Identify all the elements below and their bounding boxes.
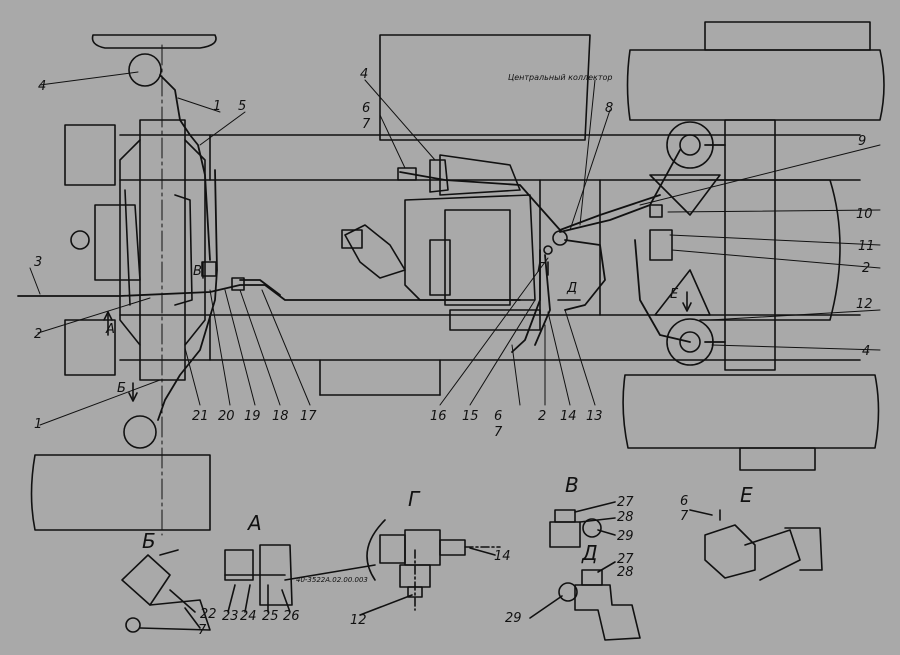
view-title-d: Д xyxy=(581,541,598,565)
view-mark-v: В xyxy=(193,264,202,279)
view-a-detail xyxy=(224,544,293,613)
view-title-e: Е xyxy=(740,483,753,507)
callout-29b: 29 xyxy=(505,611,522,626)
view-g-detail xyxy=(284,519,501,616)
callout-25: 25 xyxy=(262,609,279,624)
view-title-g: Г xyxy=(408,487,421,511)
callout-3: 3 xyxy=(34,255,42,270)
callout-28b: 28 xyxy=(617,565,634,580)
view-mark-d: Д xyxy=(566,281,577,296)
callout-2c: 2 xyxy=(538,409,546,424)
callout-14a: 14 xyxy=(560,409,577,424)
front-axle xyxy=(30,34,217,536)
frame-rails xyxy=(119,134,861,396)
view-title-b: Б xyxy=(142,529,156,553)
view-e-detail xyxy=(689,509,823,581)
callout-22: 22 xyxy=(200,607,217,622)
callout-28a: 28 xyxy=(617,510,634,525)
brake-chambers xyxy=(123,53,673,449)
callout-27a: 27 xyxy=(617,495,634,510)
view-mark-b: Б xyxy=(117,381,126,396)
callout-14b: 14 xyxy=(494,549,511,564)
callout-17: 17 xyxy=(300,409,317,424)
callout-10: 10 xyxy=(856,207,873,222)
callout-8: 8 xyxy=(605,101,613,116)
callout-4c: 4 xyxy=(862,344,870,359)
callout-4a: 4 xyxy=(38,79,46,94)
callout-12a: 12 xyxy=(856,297,873,312)
view-d-detail xyxy=(529,561,641,641)
rear-axle xyxy=(622,21,885,471)
callout-11: 11 xyxy=(858,239,875,254)
label-manifold: Центральный коллектор xyxy=(508,73,612,82)
callout-7a: 7 xyxy=(362,117,371,132)
callout-2a: 2 xyxy=(34,327,42,342)
labels: Центральный коллектор 40-3522А.02.00.003… xyxy=(34,67,875,638)
callout-16: 16 xyxy=(430,409,447,424)
callout-21: 21 xyxy=(192,409,209,424)
callout-20: 20 xyxy=(218,409,235,424)
callout-6c: 6 xyxy=(680,494,688,509)
view-mark-g: Г xyxy=(537,261,546,276)
callout-4b: 4 xyxy=(360,67,368,82)
view-title-v: В xyxy=(565,473,579,497)
callout-9: 9 xyxy=(858,134,866,149)
callout-6b: 6 xyxy=(494,409,502,424)
callout-7b: 7 xyxy=(494,425,503,440)
callout-12b: 12 xyxy=(350,613,367,628)
callout-1a: 1 xyxy=(213,99,221,114)
view-title-a: А xyxy=(246,511,262,535)
callout-24: 24 xyxy=(240,609,257,624)
callout-6a: 6 xyxy=(362,101,370,116)
callout-15: 15 xyxy=(462,409,479,424)
brake-lines xyxy=(17,74,726,421)
leader-lines xyxy=(29,71,881,426)
view-arrows xyxy=(103,261,692,402)
view-b-detail xyxy=(121,549,211,633)
callout-23: 23 xyxy=(222,609,239,624)
view-v-detail xyxy=(549,501,616,548)
callout-29a: 29 xyxy=(617,529,634,544)
view-mark-a: А xyxy=(105,322,115,337)
view-mark-e: Е xyxy=(670,287,679,302)
callout-7d: 7 xyxy=(680,509,689,524)
callout-26: 26 xyxy=(283,609,300,624)
callout-19: 19 xyxy=(244,409,261,424)
callout-2b: 2 xyxy=(862,261,870,276)
callout-1b: 1 xyxy=(34,417,42,432)
callout-7c: 7 xyxy=(198,623,207,638)
callout-5: 5 xyxy=(238,99,246,114)
callout-13: 13 xyxy=(586,409,603,424)
label-part-number: 40-3522А.02.00.003 xyxy=(296,576,368,584)
callout-27b: 27 xyxy=(617,552,634,567)
callout-18: 18 xyxy=(272,409,289,424)
